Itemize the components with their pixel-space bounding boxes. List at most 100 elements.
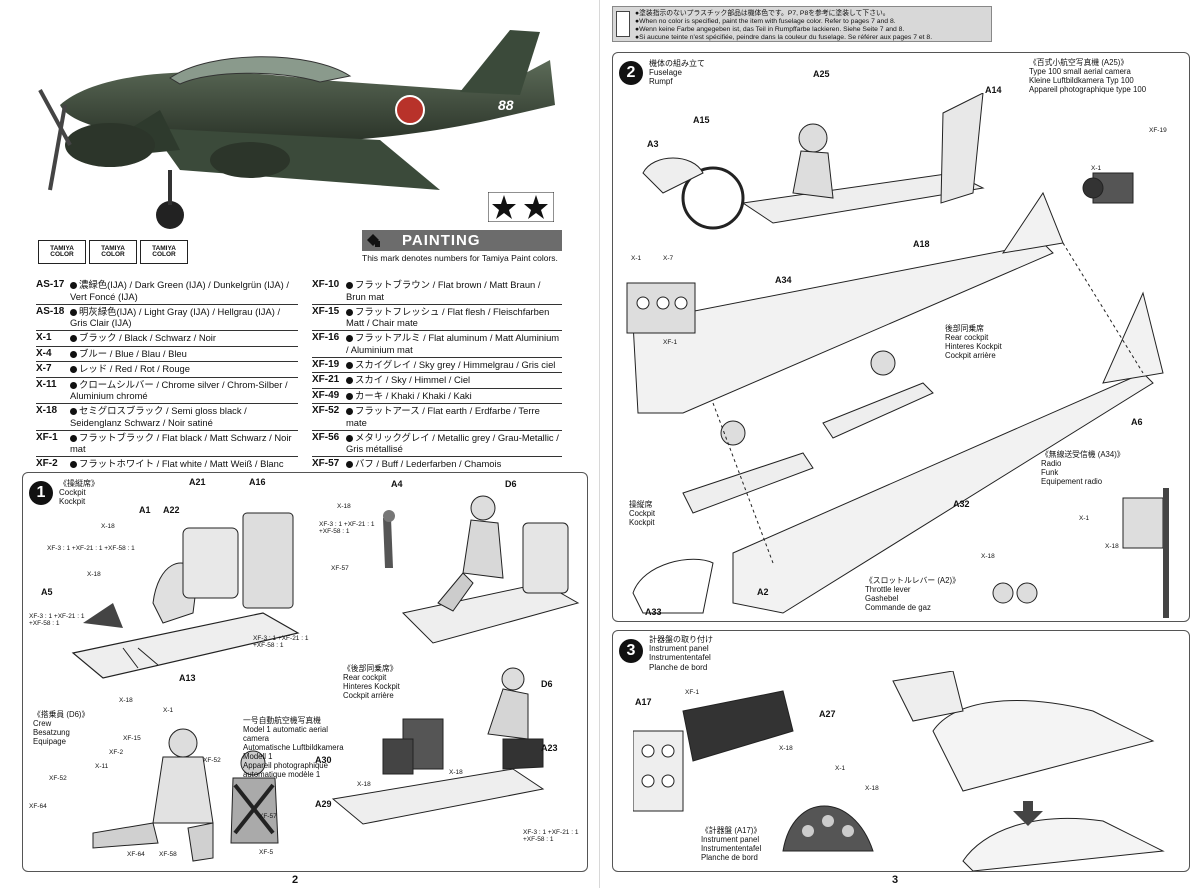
part-label: A33 — [645, 607, 662, 617]
paint-name: セミグロスブラック / Semi gloss black / Seidengla… — [70, 405, 298, 429]
paint-row: X-18 セミグロスブラック / Semi gloss black / Seide… — [36, 404, 298, 431]
part-label: D6 — [505, 479, 517, 489]
instrument-panel-drawing — [633, 671, 1165, 871]
paint-name-text: カーキ / Khaki / Khaki / Kaki — [355, 389, 472, 401]
paint-drop-icon — [367, 234, 380, 247]
svg-text:88: 88 — [498, 97, 514, 113]
paint-label: XF-1 — [663, 339, 678, 346]
painting-title: PAINTING — [362, 230, 562, 251]
painting-note: This mark denotes numbers for Tamiya Pai… — [362, 253, 558, 263]
bullet-icon — [346, 408, 353, 416]
part-label: A25 — [813, 69, 830, 79]
left-page: 88 TAMIYA COLOR TAMIYA COLOR TAMIYA COLO… — [22, 0, 600, 888]
paint-code: X-18 — [36, 405, 58, 416]
color-badge: TAMIYA COLOR — [89, 240, 137, 264]
paint-name-text: メタリックグレイ / Metallic grey / Grau-Metallic… — [346, 431, 559, 455]
paint-code: X-7 — [36, 363, 52, 374]
paint-code: XF-15 — [312, 305, 340, 317]
step-title: 《操縦席》 Cockpit Kockpit — [59, 479, 99, 507]
paint-code: XF-16 — [312, 332, 340, 343]
paint-name-text: スカイ / Sky / Himmel / Ciel — [355, 374, 471, 385]
part-label: A6 — [1131, 417, 1143, 427]
instrument-panel-caption: 《計器盤 (A17)》 Instrument panel Instrumente… — [701, 826, 762, 862]
rear-cockpit-caption: 後部同乗席 Rear cockpit Hinteres Kockpit Cock… — [945, 324, 1002, 360]
cockpit-floor-drawing — [71, 512, 300, 679]
color-badge: TAMIYA COLOR — [140, 240, 188, 264]
step-2-panel: 2 機体の組み立て Fuselage Rumpf — [612, 52, 1190, 622]
paint-name-text: クロームシルバー / Chrome silver / Chrom-Silber … — [70, 378, 288, 402]
painting-header: PAINTING This mark denotes numbers for T… — [362, 230, 562, 264]
paint-name: 濃緑色(IJA) / Dark Green (IJA) / Dunkelgrün… — [70, 279, 298, 303]
paint-name: ブルー / Blue / Blau / Bleu — [70, 348, 298, 361]
paint-label: X-18 — [449, 769, 463, 776]
aircraft-photo: 88 — [38, 30, 555, 229]
bullet-icon — [346, 377, 353, 385]
part-label: A13 — [179, 673, 196, 683]
paint-label: XF-3 : 1 +XF-21 : 1 +XF-58 : 1 — [319, 521, 375, 536]
bullet-icon — [70, 434, 77, 442]
camera-caption: 一号自動航空機写真機 Model 1 automatic aerial came… — [243, 716, 344, 779]
paint-bottle-icon — [616, 11, 630, 37]
paint-name: カーキ / Khaki / Khaki / Kaki — [346, 390, 562, 403]
paint-name-text: フラットアース / Flat earth / Erdfarbe / Terre … — [346, 405, 540, 428]
part-label: A34 — [775, 275, 792, 285]
paint-code: X-11 — [36, 378, 57, 390]
part-label: A16 — [249, 477, 266, 487]
paint-name: 明灰緑色(IJA) / Light Gray (IJA) / Hellgrau … — [70, 306, 298, 330]
paint-label: X-7 — [663, 255, 674, 262]
part-label: A5 — [41, 587, 53, 597]
paint-name-text: 濃緑色(IJA) / Dark Green (IJA) / Dunkelgrün… — [70, 279, 289, 302]
part-label: A3 — [647, 139, 659, 149]
crew-caption: 《搭乗員 (D6)》 Crew Besatzung Equipage — [33, 710, 90, 746]
crew-color: XF-5 — [259, 849, 274, 856]
bullet-icon — [70, 381, 77, 389]
paint-name: フラットブラウン / Flat brown / Matt Braun / Bru… — [346, 279, 562, 303]
paint-label: X-1 — [1091, 165, 1102, 172]
part-label: A21 — [189, 477, 206, 487]
crew-color: XF-64 — [29, 803, 47, 810]
bullet-icon — [346, 461, 353, 469]
paint-label: XF-3 : 1 +XF-21 : 1 +XF-58 : 1 — [523, 829, 579, 844]
paint-label: X-1 — [631, 255, 642, 262]
step-title: 計器盤の取り付け Instrument panel Instrumententa… — [649, 635, 713, 672]
paint-code: XF-52 — [312, 405, 340, 416]
paint-label: X-1 — [1079, 515, 1090, 522]
rear-cockpit-caption: 《後部同乗席》 Rear cockpit Hinteres Kockpit Co… — [343, 664, 400, 700]
paint-code: XF-1 — [36, 431, 58, 443]
rear-cockpit-drawing — [331, 667, 545, 825]
paint-name: メタリックグレイ / Metallic grey / Grau-Metallic… — [346, 432, 562, 456]
paint-name-text: フラットフレッシュ / Flat flesh / Fleischfarben M… — [346, 305, 550, 329]
paint-name-text: セミグロスブラック / Semi gloss black / Seidengla… — [70, 405, 247, 428]
paint-row: XF-15 フラットフレッシュ / Flat flesh / Fleischfar… — [312, 305, 562, 331]
paint-name: レッド / Red / Rot / Rouge — [70, 363, 298, 376]
paint-code: XF-57 — [312, 458, 340, 469]
notice-text: ●塗装指示のないプラスチック部品は機体色です。P7, P8を参考に塗装して下さい… — [635, 10, 933, 42]
paint-name: バフ / Buff / Lederfarben / Chamois — [346, 458, 562, 471]
paint-row: XF-10 フラットブラウン / Flat brown / Matt Braun … — [312, 278, 562, 305]
paint-label: X-18 — [87, 571, 101, 578]
bullet-icon — [70, 350, 77, 358]
paint-name-text: フラットブラウン / Flat brown / Matt Braun / Bru… — [346, 279, 541, 302]
crew-color: X-1 — [163, 707, 174, 714]
part-label: A32 — [953, 499, 970, 509]
step-title: 機体の組み立て Fuselage Rumpf — [649, 59, 705, 87]
crew-color: XF-52 — [203, 757, 221, 764]
bullet-icon — [346, 434, 353, 442]
paint-name-text: ブラック / Black / Schwarz / Noir — [79, 332, 217, 343]
tamiya-logo — [488, 192, 554, 222]
paint-code: XF-19 — [312, 358, 340, 370]
part-label: A2 — [757, 587, 769, 597]
part-label: A18 — [913, 239, 930, 249]
right-page: ●塗装指示のないプラスチック部品は機体色です。P7, P8を参考に塗装して下さい… — [600, 0, 1200, 888]
bullet-icon — [70, 308, 77, 316]
bullet-icon — [70, 408, 77, 416]
paint-label: X-18 — [119, 697, 133, 704]
bullet-icon — [346, 282, 353, 290]
paint-name-text: ブルー / Blue / Blau / Bleu — [79, 347, 187, 359]
crew-color: XF-2 — [109, 749, 124, 756]
paint-code: XF-10 — [312, 279, 340, 290]
